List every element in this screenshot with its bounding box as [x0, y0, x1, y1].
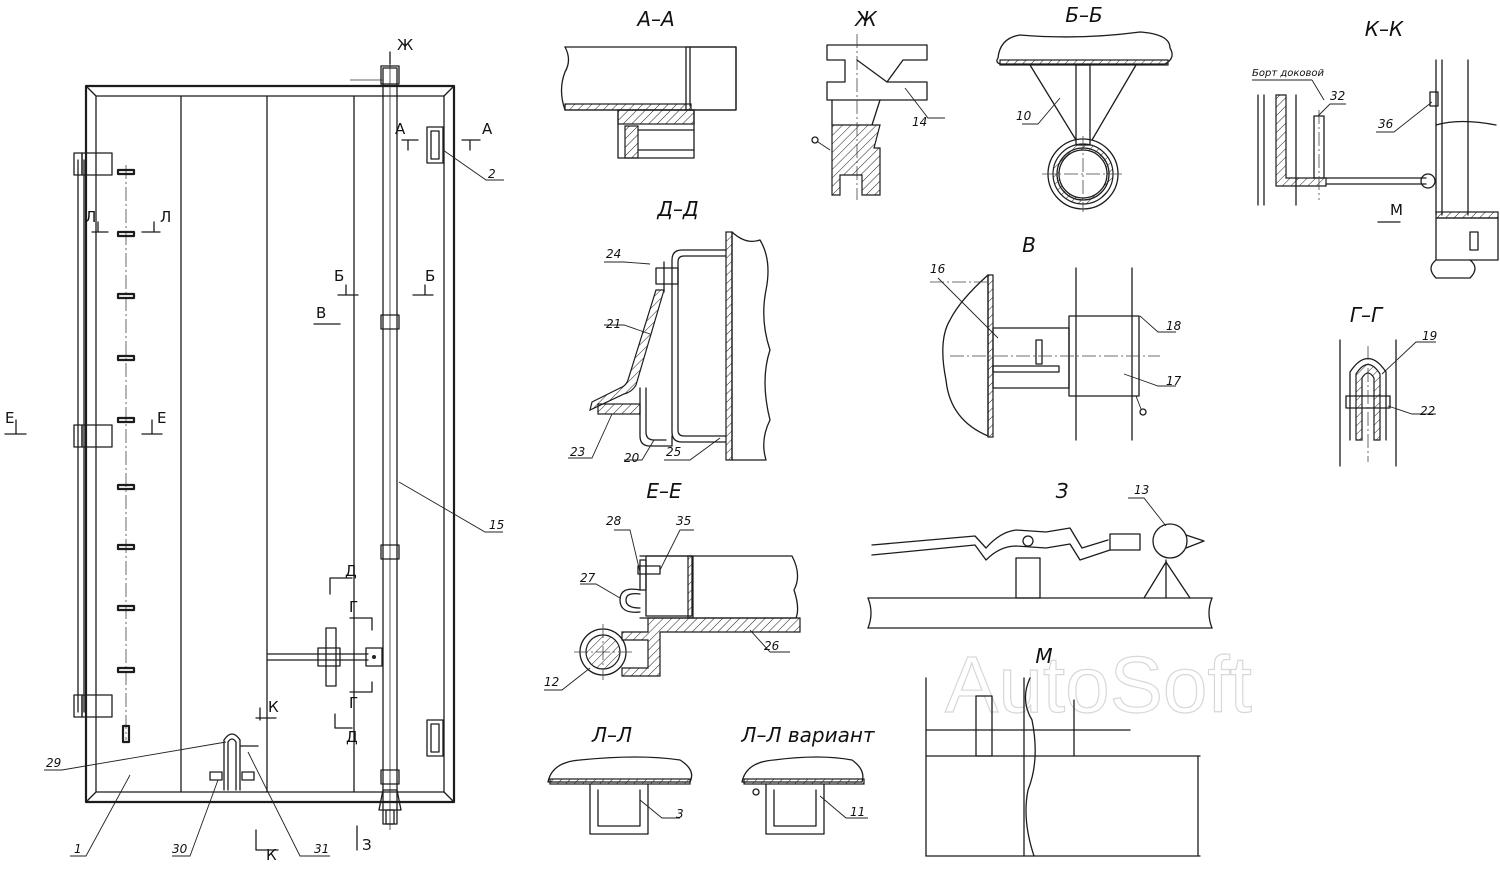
view-g-g-title: Г–Г [1350, 303, 1384, 327]
view-b-b-title: Б–Б [1065, 3, 1102, 27]
mark-z: З [362, 836, 372, 854]
view-a-a: А–А [560, 7, 737, 159]
mark-a-right: А [482, 120, 493, 138]
section-markers: Ж А А Л Л Б Б В Е Е Д Г Г К Д К З [4, 36, 493, 864]
part-19: 19 [1422, 329, 1437, 343]
view-d-d: Д–Д 24 21 23 20 25 [568, 197, 771, 465]
bottom-pin [209, 733, 259, 791]
view-zh-title: Ж [853, 7, 878, 31]
view-z: З 13 [867, 479, 1213, 629]
part-1: 1 [74, 842, 82, 856]
view-l-l-variant-title: Л–Л вариант [740, 723, 876, 747]
part-10: 10 [1016, 109, 1032, 123]
mark-l-right: Л [160, 208, 171, 226]
part-22: 22 [1420, 404, 1435, 418]
view-e-e-title: Е–Е [646, 479, 682, 503]
hinge-top [73, 152, 113, 176]
bracket-bottom [426, 719, 444, 757]
part-23: 23 [570, 445, 585, 459]
mark-k-top: К [268, 698, 279, 716]
part-29: 29 [46, 756, 61, 770]
label-bort: Борт доковой [1252, 68, 1325, 79]
mark-a-left: А [395, 120, 406, 138]
part-20: 20 [624, 451, 640, 465]
part-12: 12 [544, 675, 559, 689]
part-13: 13 [1134, 483, 1149, 497]
part-15: 15 [489, 518, 504, 532]
part-35: 35 [676, 514, 691, 528]
part-17: 17 [1166, 374, 1182, 388]
view-m: М [925, 644, 1201, 857]
mark-e-right: Е [157, 409, 166, 427]
view-l-l-title: Л–Л [591, 723, 632, 747]
hinge-bottom [73, 694, 113, 718]
view-zh: Ж 14 [811, 7, 945, 200]
mark-g-top: Г [349, 598, 358, 616]
view-z-title: З [1056, 479, 1069, 503]
view-v: В 16 18 17 [930, 233, 1182, 441]
handle-mechanism [267, 627, 383, 687]
view-v-title: В [1022, 233, 1036, 257]
part-11: 11 [850, 805, 865, 819]
main-view-part-labels: 2 15 29 1 30 31 [44, 149, 504, 857]
mark-e-left: Е [5, 409, 14, 427]
watermark: AutoSoft [945, 640, 1252, 729]
seal-clips [116, 168, 136, 744]
view-l-l-variant: Л–Л вариант 11 [740, 723, 876, 835]
part-30: 30 [172, 842, 188, 856]
part-16: 16 [930, 262, 946, 276]
mark-k-bottom: К [266, 846, 277, 864]
part-31: 31 [314, 842, 329, 856]
view-k-k-title: К–К [1365, 17, 1404, 41]
mark-zh: Ж [397, 36, 413, 54]
mark-b-left: Б [334, 267, 344, 285]
view-a-a-title: А–А [635, 7, 674, 31]
mark-d-bottom: Д [346, 728, 358, 746]
part-18: 18 [1166, 319, 1182, 333]
part-25: 25 [666, 445, 681, 459]
view-b-b: Б–Б 10 [996, 3, 1173, 212]
view-m-title: М [1035, 644, 1052, 668]
part-2: 2 [488, 167, 496, 181]
view-e-e: Е–Е 28 35 27 12 26 [544, 479, 801, 691]
mark-b-right: Б [425, 267, 435, 285]
mark-v: В [316, 304, 326, 322]
mark-l-left: Л [85, 208, 96, 226]
view-k-k: К–К Борт доковой 32 36 М [1252, 17, 1499, 279]
view-g-g: Г–Г 19 22 [1339, 303, 1437, 467]
view-d-d-title: Д–Д [656, 197, 698, 221]
part-36: 36 [1378, 117, 1394, 131]
mark-m: М [1390, 201, 1403, 219]
part-27: 27 [580, 571, 596, 585]
part-3: 3 [676, 807, 684, 821]
mark-g-bottom: Г [349, 694, 358, 712]
part-14: 14 [912, 115, 927, 129]
view-l-l: Л–Л 3 [547, 723, 693, 835]
part-32: 32 [1330, 89, 1345, 103]
main-door-view [73, 60, 456, 830]
hinge-middle [73, 424, 113, 448]
part-24: 24 [606, 247, 621, 261]
bracket-top [426, 126, 444, 164]
mark-d-top: Д [345, 562, 357, 580]
part-21: 21 [606, 317, 621, 331]
part-26: 26 [764, 639, 780, 653]
part-28: 28 [606, 514, 622, 528]
locking-rod [378, 60, 402, 830]
